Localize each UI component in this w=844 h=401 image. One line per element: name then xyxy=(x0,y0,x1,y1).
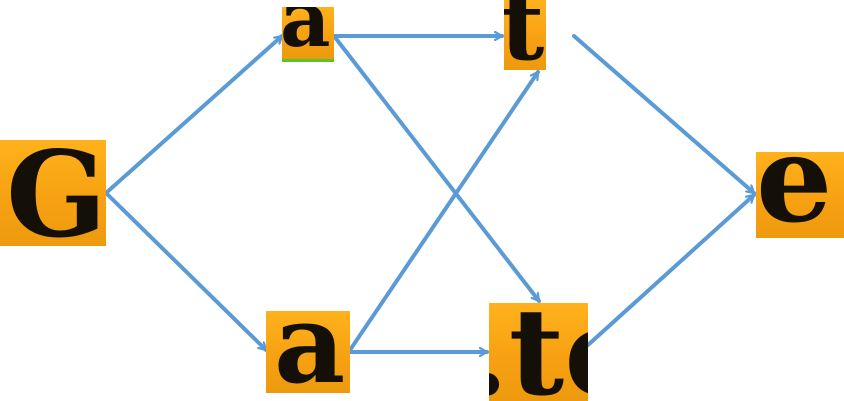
node-te-top-tile: te xyxy=(504,0,546,70)
node-g-tile: G xyxy=(0,140,106,246)
edge-g-to-a1 xyxy=(104,34,284,195)
node-g-glyph: G xyxy=(6,140,106,246)
node-e-glyph: e xyxy=(756,152,833,238)
node-e-tile: e xyxy=(756,152,844,238)
edge-g-to-a2 xyxy=(104,191,268,352)
edge-t2-to-e xyxy=(586,193,756,347)
node-te-bottom-tile: .te xyxy=(489,303,588,401)
node-te-top-glyph: te xyxy=(504,0,546,70)
node-a-top-tile: a xyxy=(282,7,334,62)
edge-group xyxy=(104,34,756,352)
edge-a1-to-t2 xyxy=(332,34,541,303)
node-te-bottom-glyph: .te xyxy=(489,303,588,401)
node-a-top-glyph: a xyxy=(282,7,331,62)
edge-t1-to-e xyxy=(572,34,756,195)
edge-a2-to-t1 xyxy=(348,70,540,352)
node-a-bottom-glyph: a xyxy=(274,311,346,393)
node-a-bottom-tile: a xyxy=(266,311,350,393)
